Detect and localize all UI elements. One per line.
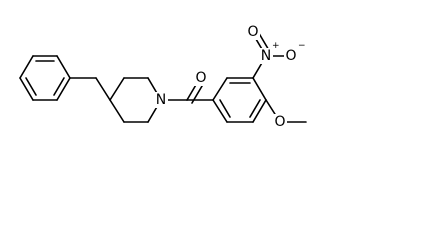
label-bg: [259, 48, 273, 64]
piperidine-ring: [109, 77, 162, 123]
double-bond-inner: [25, 77, 37, 96]
methoxy-oxygen-label: O: [274, 114, 285, 130]
double-bond-inner: [219, 99, 231, 118]
nitro-methoxy-phenyl-ring: [212, 77, 267, 123]
nitro-nitrogen-charge: +: [272, 41, 280, 51]
bond: [56, 77, 71, 101]
nitro-oxygen-right-charge: −: [298, 41, 306, 51]
bond: [212, 99, 228, 123]
bond: [19, 55, 34, 79]
bond: [252, 77, 267, 101]
nitro-nitrogen-label: N: [261, 48, 271, 64]
piperidine-nitrogen-label: N: [156, 92, 166, 108]
molecule-diagram: O N N + O − O O: [19, 24, 307, 130]
bond: [109, 77, 125, 101]
label-bg: [273, 114, 287, 130]
phenyl-ring: [19, 55, 71, 101]
bond: [212, 77, 228, 101]
label-bg: [194, 70, 208, 86]
label-bg: [246, 24, 260, 40]
bond: [252, 99, 267, 123]
double-bond-inner: [249, 99, 261, 118]
nitro-oxygen-top-label: O: [247, 24, 258, 40]
benzyl-ch2-bond: [95, 77, 111, 101]
label-bg: [284, 48, 298, 64]
bond: [19, 77, 34, 101]
carbonyl-oxygen-label: O: [195, 70, 206, 86]
bond: [109, 99, 125, 123]
nitro-oxygen-right-label: O: [285, 48, 296, 64]
double-bond-inner: [53, 77, 65, 96]
label-bg: [154, 92, 168, 108]
bond: [56, 55, 71, 79]
